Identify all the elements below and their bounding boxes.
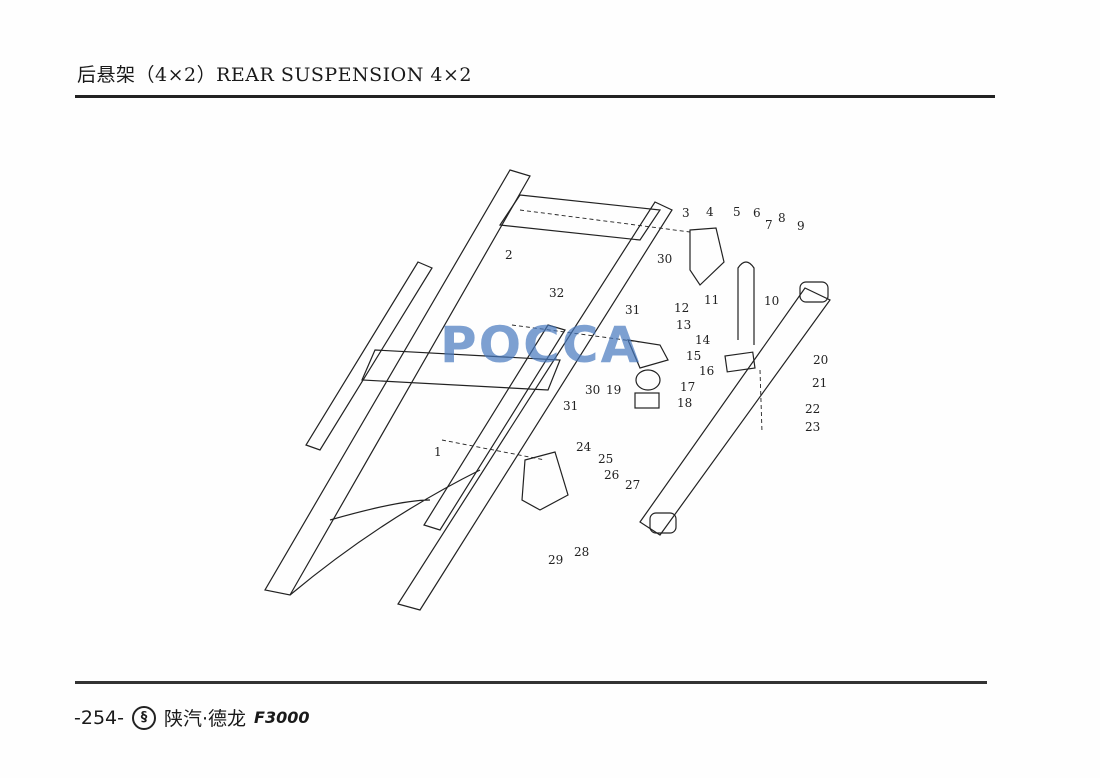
frame-bottom-curve bbox=[289, 469, 481, 596]
u-bolt bbox=[737, 261, 755, 345]
rubber-buffer bbox=[635, 369, 661, 391]
footer-rule bbox=[75, 681, 987, 684]
buffer-bracket bbox=[634, 392, 660, 409]
callout-14: 14 bbox=[695, 333, 711, 347]
callout-23: 23 bbox=[805, 420, 821, 434]
callout-7: 7 bbox=[765, 218, 773, 232]
callout-25: 25 bbox=[598, 452, 614, 466]
callout-31-upper: 31 bbox=[625, 303, 641, 317]
callout-4: 4 bbox=[706, 205, 714, 219]
callout-15: 15 bbox=[686, 349, 702, 363]
page-footer: -254- § 陕汽·德龙 F3000 bbox=[74, 704, 310, 731]
callout-27: 27 bbox=[625, 478, 641, 492]
callout-10: 10 bbox=[764, 294, 780, 308]
rear-hanger bbox=[521, 451, 569, 511]
callout-32: 32 bbox=[549, 286, 565, 300]
leader-lines bbox=[441, 209, 763, 461]
callout-3: 3 bbox=[682, 206, 690, 220]
callout-1: 1 bbox=[434, 445, 442, 459]
callout-22: 22 bbox=[805, 402, 821, 416]
right-frame-rail bbox=[397, 201, 673, 611]
callout-9: 9 bbox=[797, 219, 805, 233]
crossmember-mid bbox=[361, 349, 561, 391]
bump-stop bbox=[627, 339, 669, 369]
left-rail-flange bbox=[305, 261, 433, 451]
right-rail-flange bbox=[423, 324, 566, 531]
callout-6: 6 bbox=[753, 206, 761, 220]
callout-26: 26 bbox=[604, 468, 620, 482]
callout-29: 29 bbox=[548, 553, 564, 567]
header-rule bbox=[75, 95, 995, 98]
callout-31-lower: 31 bbox=[563, 399, 579, 413]
callout-5: 5 bbox=[733, 205, 741, 219]
spring-eye-rear bbox=[649, 512, 677, 534]
callout-20: 20 bbox=[813, 353, 829, 367]
spring-pad bbox=[724, 351, 756, 373]
callout-21: 21 bbox=[812, 376, 828, 390]
callout-30-lower: 30 bbox=[585, 383, 601, 397]
front-hanger bbox=[689, 227, 725, 286]
watermark: POCCA bbox=[440, 316, 642, 374]
model-name: F3000 bbox=[254, 708, 310, 727]
callout-8: 8 bbox=[778, 211, 786, 225]
callout-13: 13 bbox=[676, 318, 692, 332]
callout-11: 11 bbox=[704, 293, 720, 307]
callout-19: 19 bbox=[606, 383, 622, 397]
callout-28: 28 bbox=[574, 545, 590, 559]
page-number: -254- bbox=[74, 706, 124, 729]
callout-24: 24 bbox=[576, 440, 592, 454]
callout-2: 2 bbox=[505, 248, 513, 262]
callout-18: 18 bbox=[677, 396, 693, 410]
crossmember-top bbox=[498, 194, 662, 241]
callout-12: 12 bbox=[674, 301, 690, 315]
callout-30-upper: 30 bbox=[657, 252, 673, 266]
brand-name: 陕汽·德龙 bbox=[163, 708, 247, 730]
page-title: 后悬架（4×2）REAR SUSPENSION 4×2 bbox=[77, 64, 473, 86]
callout-17: 17 bbox=[680, 380, 696, 394]
callout-16: 16 bbox=[699, 364, 715, 378]
leaf-spring bbox=[639, 287, 831, 536]
spring-eye-front bbox=[799, 281, 829, 303]
shacman-logo-icon: § bbox=[131, 705, 156, 730]
